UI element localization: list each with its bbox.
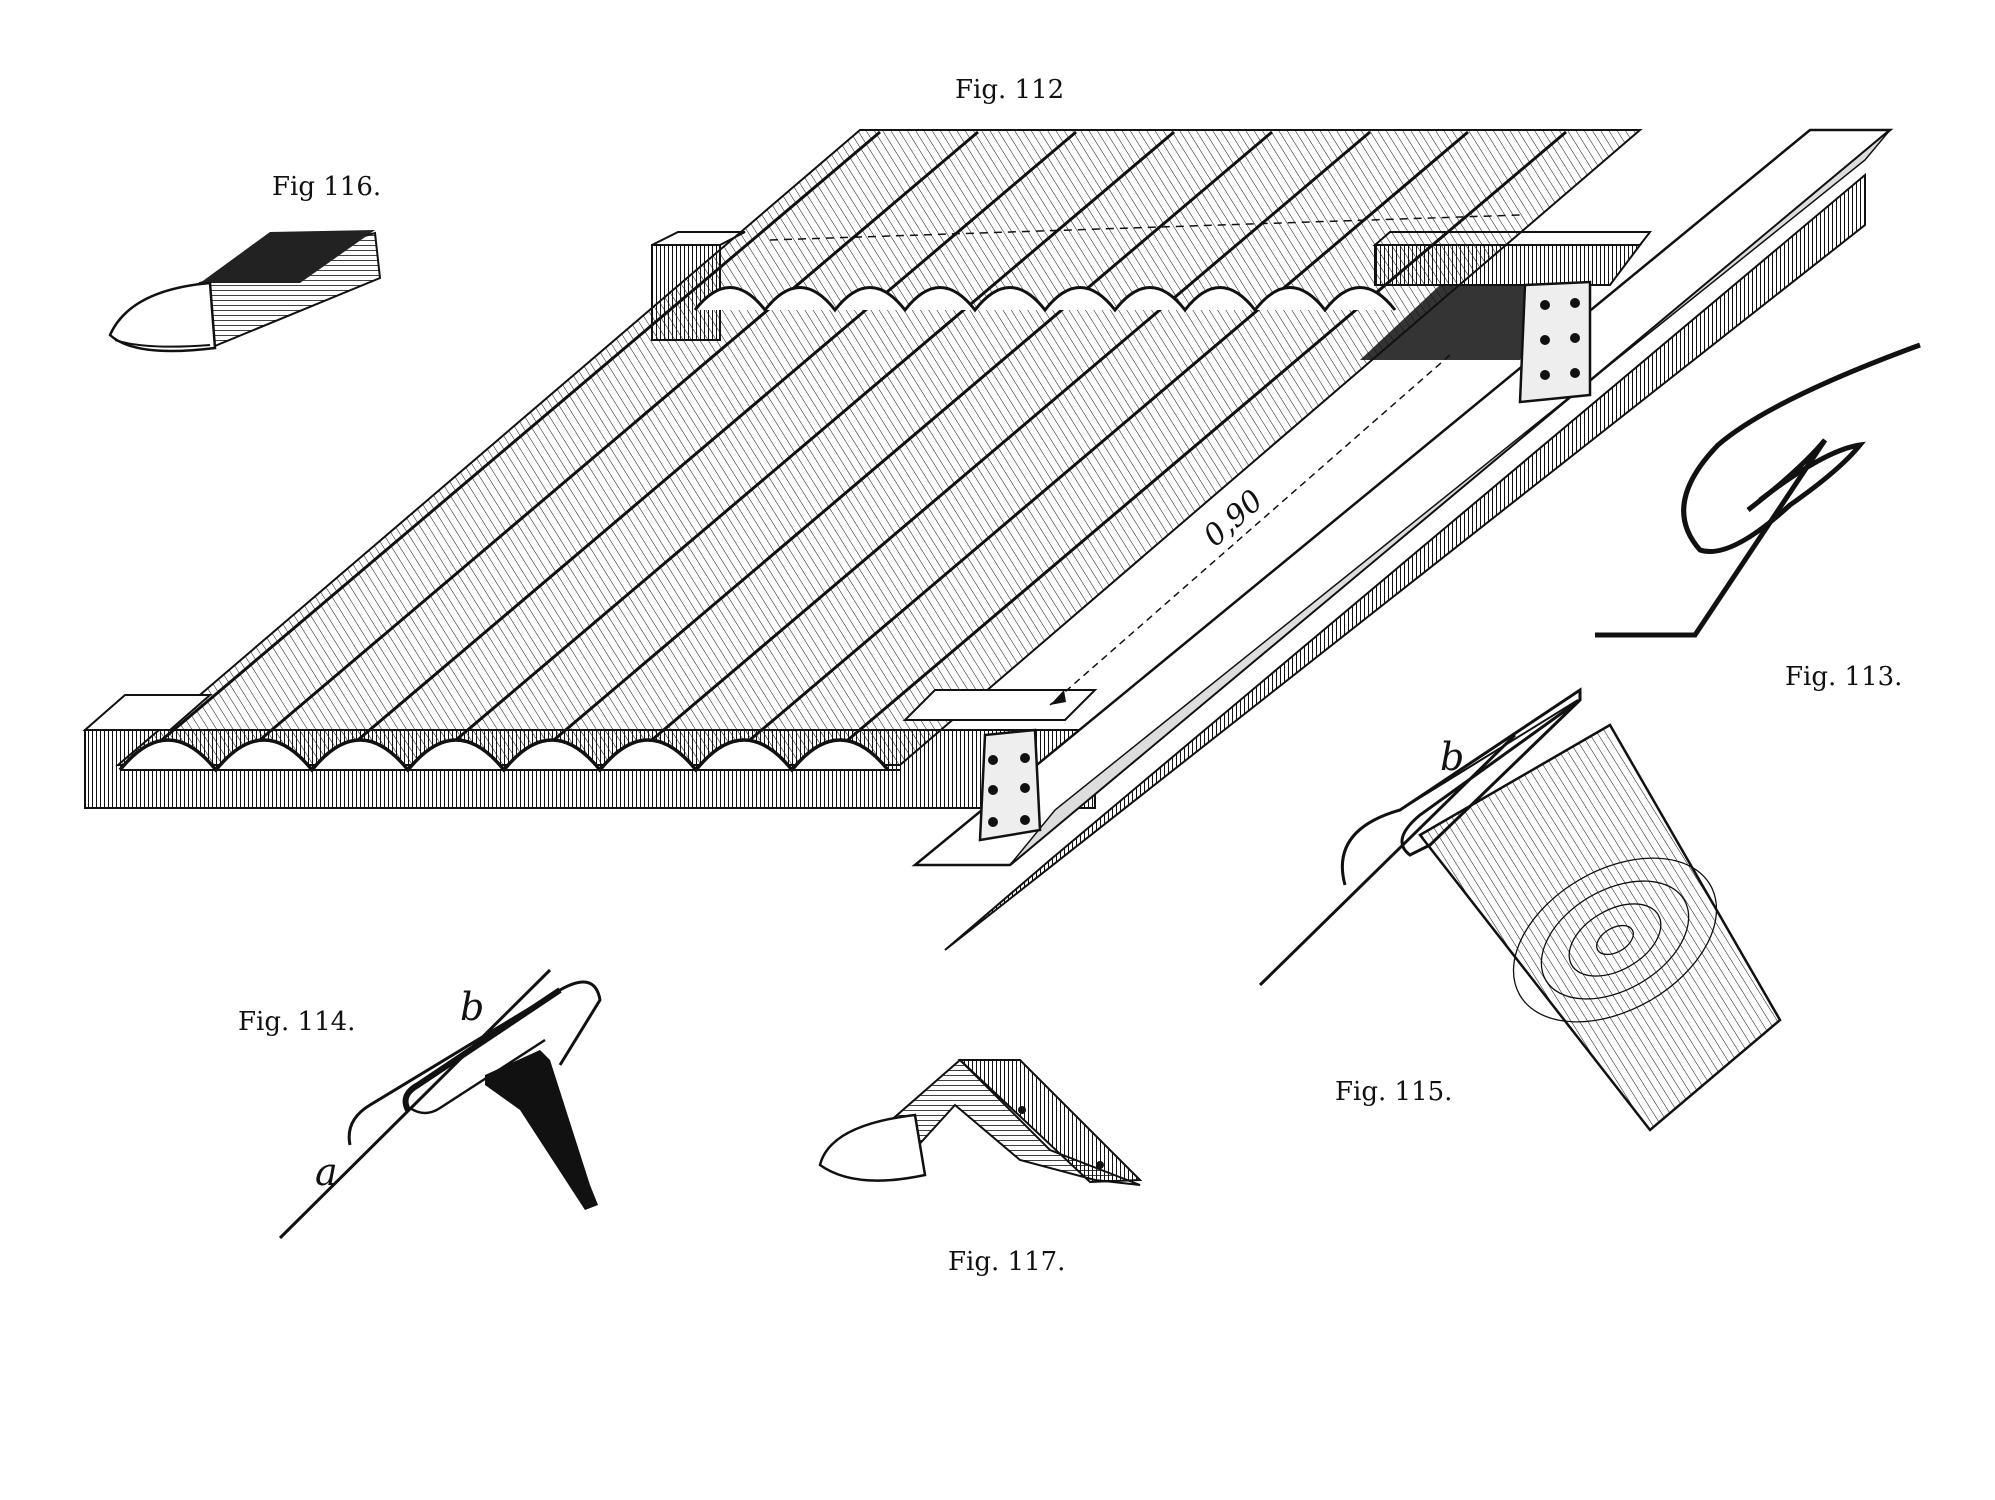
fig116-caption: Fig 116. [272,172,381,202]
fig114-caption: Fig. 114. [238,1007,355,1037]
fig115-label-b: b [1440,735,1464,779]
fig114-drawing [278,968,602,1240]
top-wave-profile [693,286,1397,313]
fig113-caption: Fig. 113. [1785,662,1902,692]
fig112-drawing [82,128,1894,951]
fig115-caption: Fig. 115. [1335,1077,1452,1107]
fig116-drawing [108,230,382,353]
near-angle-bracket [902,689,1098,842]
fig115-drawing [1258,687,1782,1132]
dimension-line [1049,354,1451,706]
far-angle-bracket [1518,280,1592,404]
fig112-caption: Fig. 112 [955,75,1064,105]
fig117-drawing [818,1058,1143,1186]
corrugation-ridges [149,130,1567,752]
fig117-caption: Fig. 117. [948,1247,1065,1277]
fig114-label-a: a [315,1150,338,1194]
corrugated-sheet [115,129,1643,766]
fig114-label-b: b [460,985,484,1029]
steel-rafter [944,172,1866,951]
t-iron [485,1050,598,1210]
fig113-drawing [1595,342,1921,638]
timber-block [1418,723,1782,1132]
